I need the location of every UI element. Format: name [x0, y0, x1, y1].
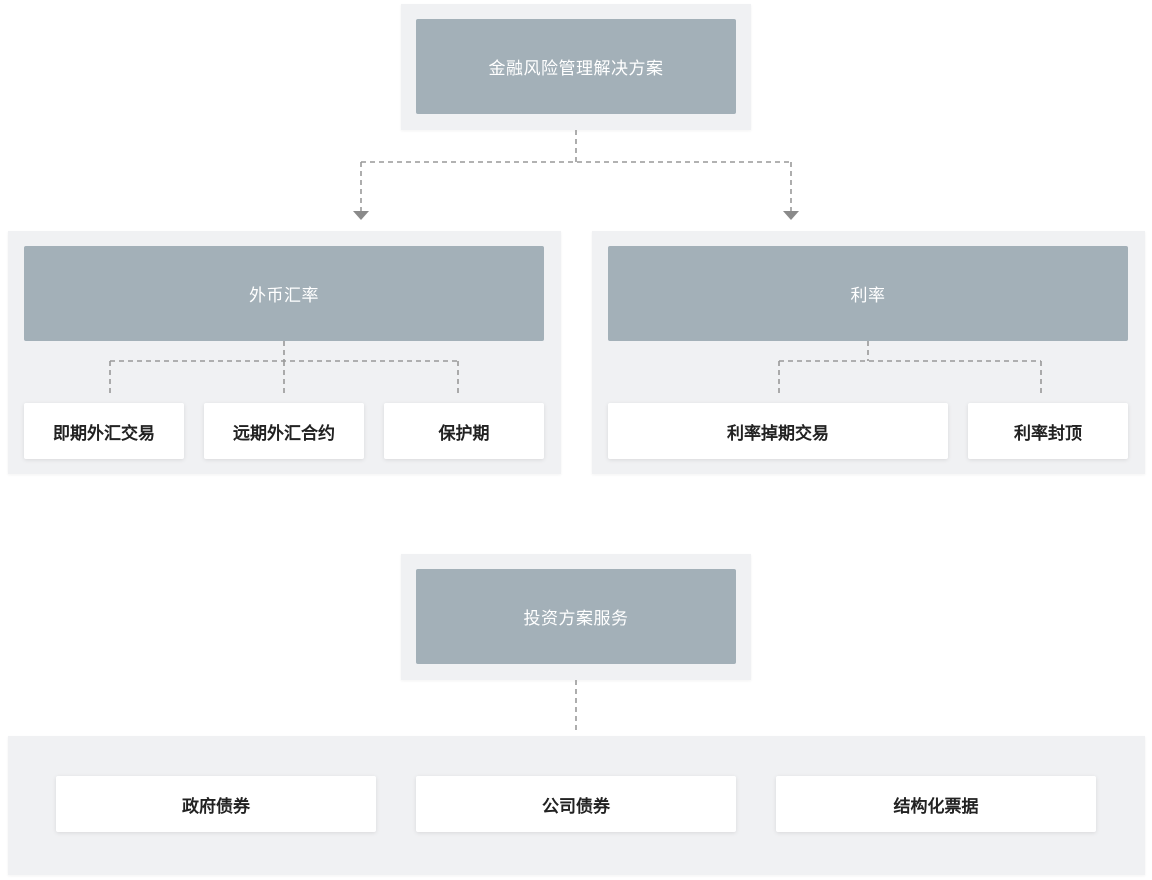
risk-root-box: 金融风险管理解决方案	[416, 19, 736, 114]
ir-header-box: 利率	[608, 246, 1128, 341]
arrow-to-fx	[353, 211, 369, 220]
ir-leaf-cap: 利率封顶	[968, 403, 1128, 459]
invest-leaf-gov-bonds: 政府债券	[56, 776, 376, 832]
invest-root-box: 投资方案服务	[416, 569, 736, 664]
invest-leaf-corp-bonds: 公司债券	[416, 776, 736, 832]
fx-leaf-protection: 保护期	[384, 403, 544, 459]
ir-leaf-swap: 利率掉期交易	[608, 403, 948, 459]
fx-leaf-spot: 即期外汇交易	[24, 403, 184, 459]
arrow-to-ir	[783, 211, 799, 220]
fx-leaf-forward: 远期外汇合约	[204, 403, 364, 459]
fx-header-box: 外币汇率	[24, 246, 544, 341]
invest-leaf-structured-notes: 结构化票据	[776, 776, 1096, 832]
